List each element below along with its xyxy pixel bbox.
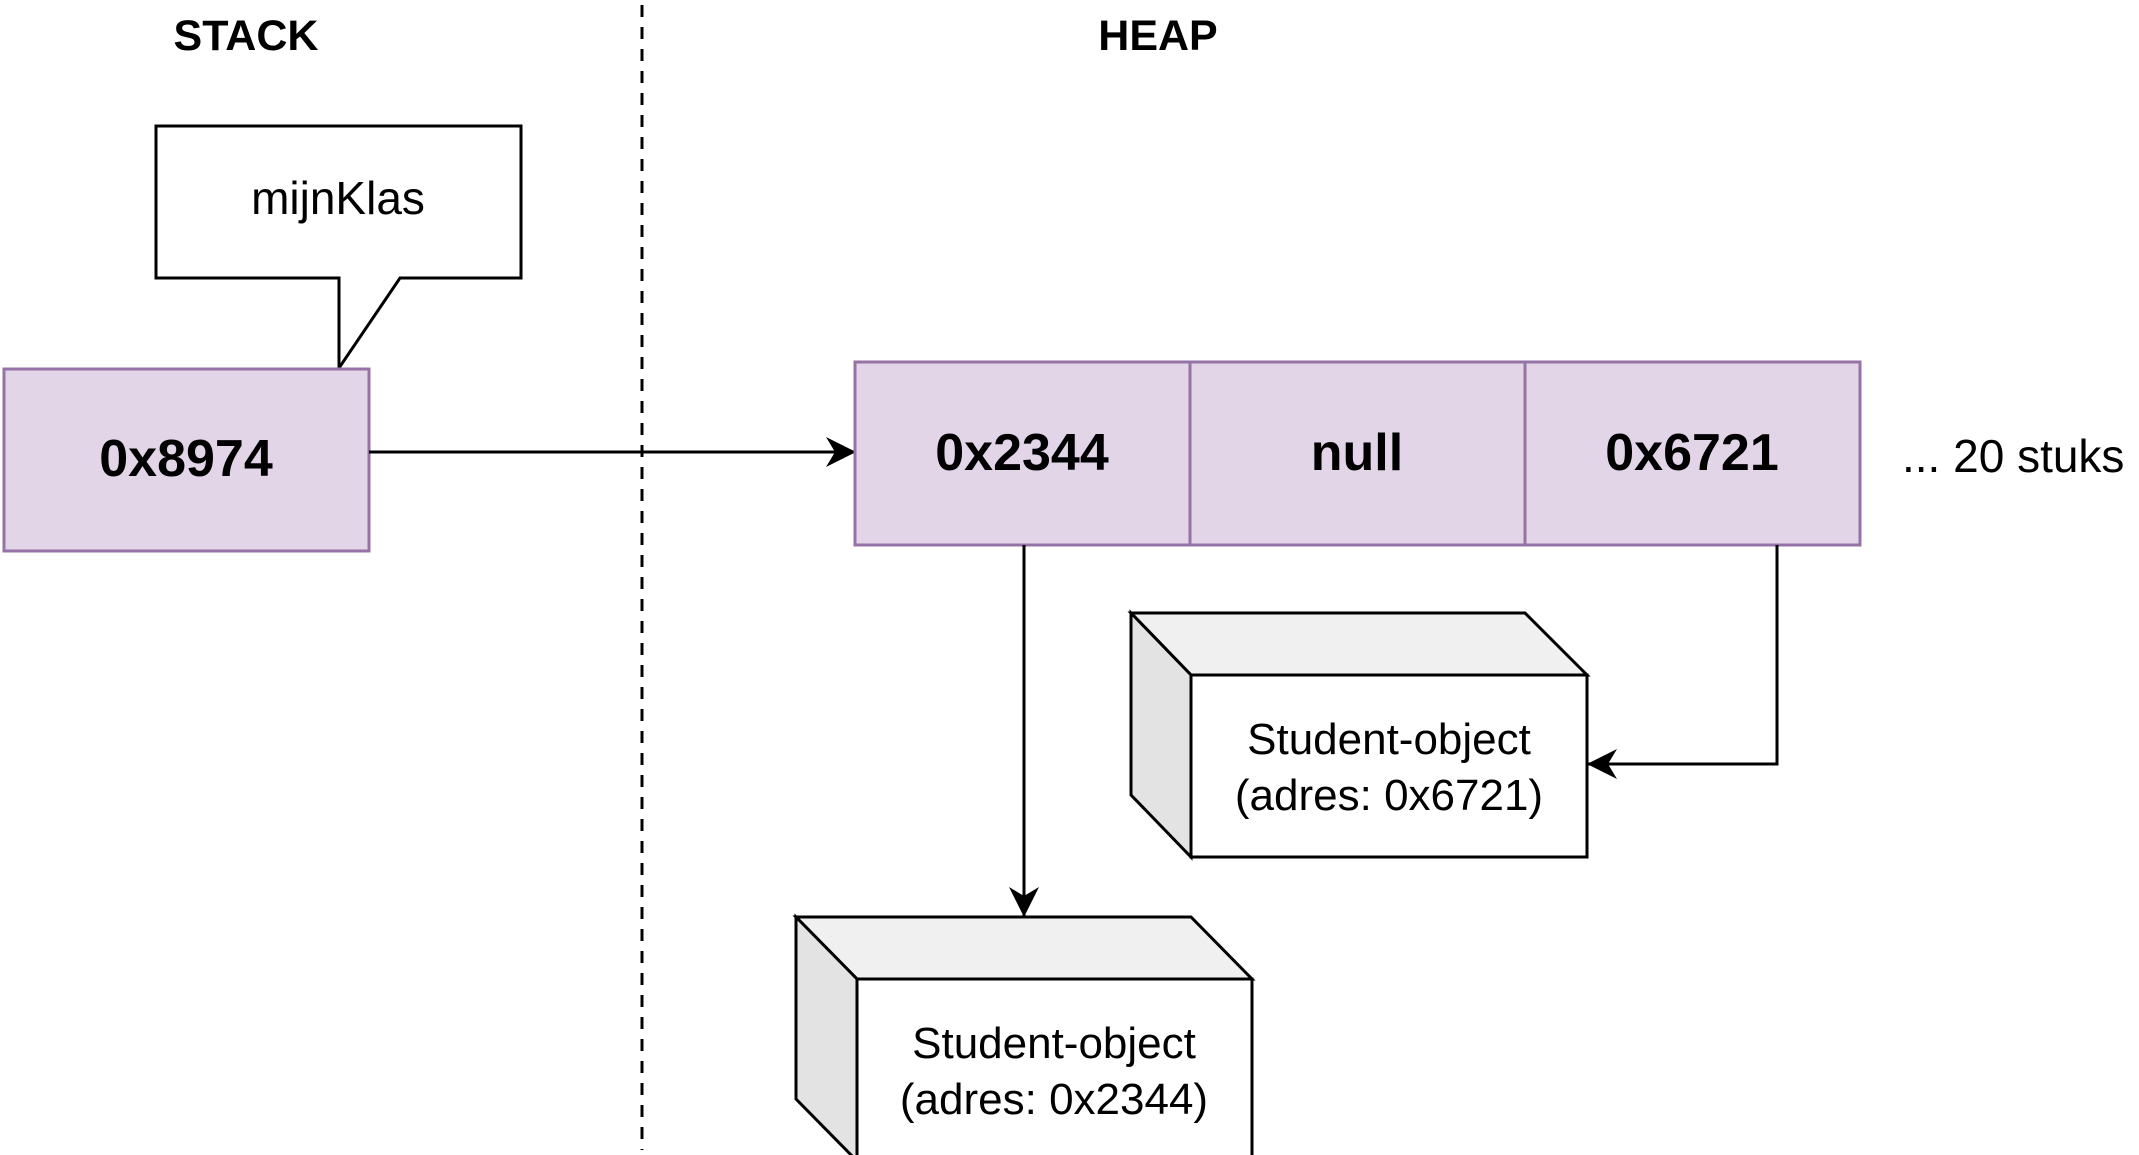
student-object-box-0x6721: Student-object (adres: 0x6721) — [1127, 609, 1591, 861]
student-object-label-0x2344: Student-object — [912, 1019, 1196, 1068]
variable-name: mijnKlas — [251, 172, 425, 224]
stack-reference-value: 0x8974 — [99, 430, 273, 488]
student-object-label-0x6721: Student-object — [1247, 715, 1531, 764]
array-cell-1-value: null — [1311, 424, 1403, 482]
heap-title: HEAP — [1098, 12, 1217, 60]
student-object-address-0x2344: (adres: 0x2344) — [900, 1075, 1208, 1124]
variable-callout — [154, 124, 523, 373]
stack-title: STACK — [174, 12, 319, 60]
stack-reference-cell — [2, 367, 371, 553]
student-object-address-0x6721: (adres: 0x6721) — [1235, 771, 1543, 820]
heap-array: 0x2344 null 0x6721 — [853, 360, 1862, 547]
array-cell-2-value: 0x6721 — [1605, 424, 1779, 482]
array-cell-0-value: 0x2344 — [935, 424, 1109, 482]
array-cell-2 — [1523, 360, 1862, 547]
student-object-box-0x2344: Student-object (adres: 0x2344) — [792, 913, 1256, 1155]
array-size-note: ... 20 stuks — [1902, 430, 2124, 482]
pointer-arrow-0x6721 — [1587, 545, 1779, 779]
